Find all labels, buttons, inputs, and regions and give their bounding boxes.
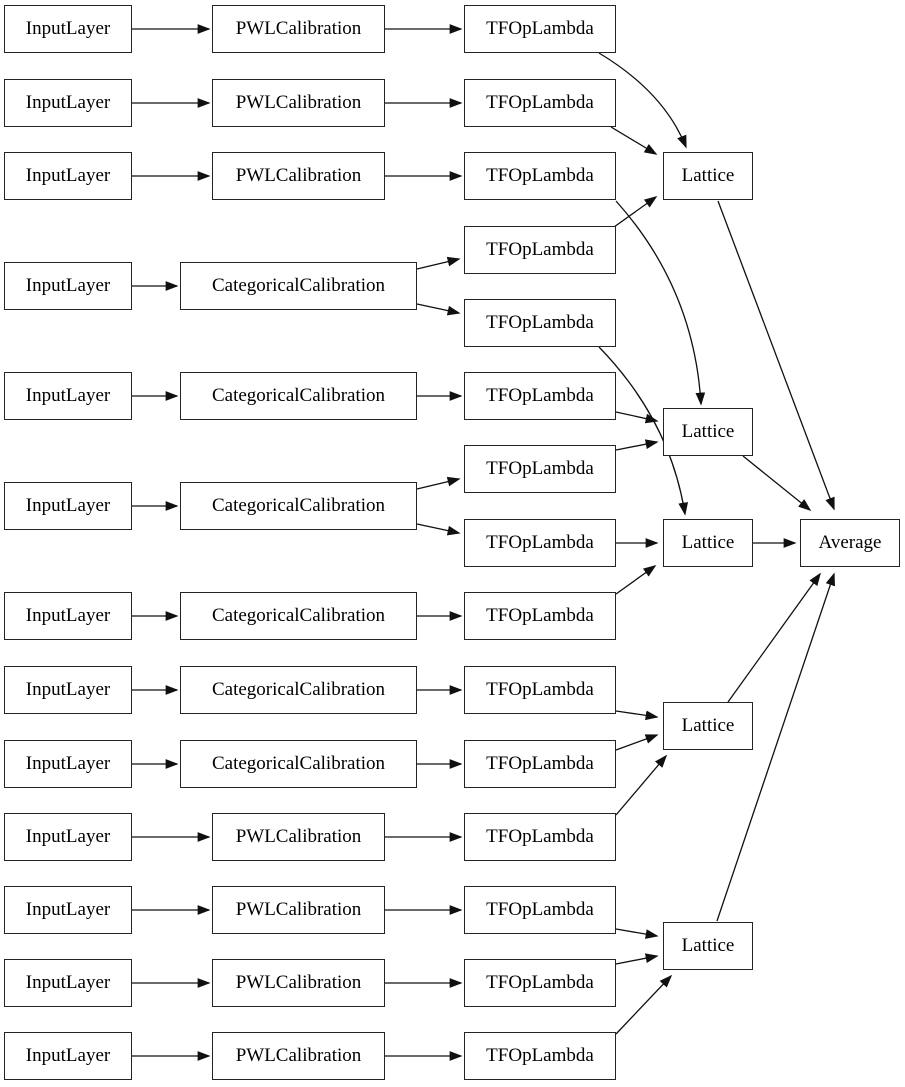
edge-cal4-tf5 bbox=[416, 303, 461, 316]
node-input-layer-13: InputLayer bbox=[4, 1032, 132, 1080]
node-lattice-2: Lattice bbox=[663, 408, 753, 456]
node-input-layer-11: InputLayer bbox=[4, 886, 132, 934]
edge-lat2-avg bbox=[742, 455, 812, 512]
node-categorical-calibration-4: CategoricalCalibration bbox=[180, 592, 417, 640]
node-tfoplambda-5: TFOpLambda bbox=[464, 299, 616, 347]
node-tfoplambda-15: TFOpLambda bbox=[464, 1032, 616, 1080]
node-lattice-4: Lattice bbox=[663, 702, 753, 750]
edge-cal6-tf8 bbox=[416, 523, 461, 536]
edge-tf4-lat1 bbox=[613, 196, 658, 228]
edge-cal4-tf4 bbox=[416, 256, 461, 270]
node-input-layer-7: InputLayer bbox=[4, 592, 132, 640]
node-tfoplambda-7: TFOpLambda bbox=[464, 445, 616, 493]
node-tfoplambda-13: TFOpLambda bbox=[464, 886, 616, 934]
edge-lat1-avg bbox=[717, 200, 835, 511]
edge-tf12-lat4 bbox=[615, 754, 668, 816]
node-tfoplambda-6: TFOpLambda bbox=[464, 372, 616, 420]
node-pwl-calibration-6: PWLCalibration bbox=[212, 959, 385, 1007]
node-categorical-calibration-3: CategoricalCalibration bbox=[180, 482, 417, 530]
node-lattice-5: Lattice bbox=[663, 922, 753, 970]
edge-tf7-lat2 bbox=[615, 439, 659, 451]
node-tfoplambda-4: TFOpLambda bbox=[464, 226, 616, 274]
edge-tf13-lat5 bbox=[615, 928, 659, 939]
node-tfoplambda-1: TFOpLambda bbox=[464, 5, 616, 53]
node-lattice-1: Lattice bbox=[663, 152, 753, 200]
node-input-layer-5: InputLayer bbox=[4, 372, 132, 420]
node-input-layer-10: InputLayer bbox=[4, 813, 132, 861]
node-pwl-calibration-3: PWLCalibration bbox=[212, 152, 385, 200]
edge-tf1-lat1 bbox=[598, 52, 687, 149]
node-pwl-calibration-2: PWLCalibration bbox=[212, 79, 385, 127]
edge-tf14-lat5 bbox=[615, 953, 659, 965]
edge-tf9-lat3 bbox=[615, 565, 657, 595]
edge-lat5-avg bbox=[716, 572, 835, 922]
node-tfoplambda-2: TFOpLambda bbox=[464, 79, 616, 127]
node-categorical-calibration-2: CategoricalCalibration bbox=[180, 372, 417, 420]
edge-tf15-lat5 bbox=[615, 974, 673, 1035]
node-pwl-calibration-1: PWLCalibration bbox=[212, 5, 385, 53]
edge-tf3-lat2 bbox=[615, 200, 706, 406]
node-categorical-calibration-6: CategoricalCalibration bbox=[180, 740, 417, 788]
node-tfoplambda-11: TFOpLambda bbox=[464, 740, 616, 788]
node-input-layer-9: InputLayer bbox=[4, 740, 132, 788]
edge-tf10-lat4 bbox=[615, 710, 659, 721]
node-lattice-3: Lattice bbox=[663, 519, 753, 567]
node-categorical-calibration-5: CategoricalCalibration bbox=[180, 666, 417, 714]
edge-tf11-lat4 bbox=[615, 734, 659, 751]
node-tfoplambda-12: TFOpLambda bbox=[464, 813, 616, 861]
node-input-layer-6: InputLayer bbox=[4, 482, 132, 530]
edge-tf2-lat1 bbox=[610, 126, 658, 155]
edge-tf5-lat3 bbox=[598, 346, 689, 516]
node-tfoplambda-9: TFOpLambda bbox=[464, 592, 616, 640]
node-tfoplambda-14: TFOpLambda bbox=[464, 959, 616, 1007]
node-tfoplambda-10: TFOpLambda bbox=[464, 666, 616, 714]
node-pwl-calibration-5: PWLCalibration bbox=[212, 886, 385, 934]
edge-cal6-tf7 bbox=[416, 476, 461, 490]
node-categorical-calibration-1: CategoricalCalibration bbox=[180, 262, 417, 310]
node-input-layer-8: InputLayer bbox=[4, 666, 132, 714]
node-tfoplambda-3: TFOpLambda bbox=[464, 152, 616, 200]
node-input-layer-3: InputLayer bbox=[4, 152, 132, 200]
edge-lat4-avg bbox=[727, 572, 821, 703]
node-input-layer-4: InputLayer bbox=[4, 262, 132, 310]
node-tfoplambda-8: TFOpLambda bbox=[464, 519, 616, 567]
node-average: Average bbox=[800, 519, 900, 567]
node-pwl-calibration-7: PWLCalibration bbox=[212, 1032, 385, 1080]
node-input-layer-1: InputLayer bbox=[4, 5, 132, 53]
node-input-layer-2: InputLayer bbox=[4, 79, 132, 127]
edge-tf6-lat2 bbox=[615, 411, 659, 424]
node-input-layer-12: InputLayer bbox=[4, 959, 132, 1007]
node-pwl-calibration-4: PWLCalibration bbox=[212, 813, 385, 861]
